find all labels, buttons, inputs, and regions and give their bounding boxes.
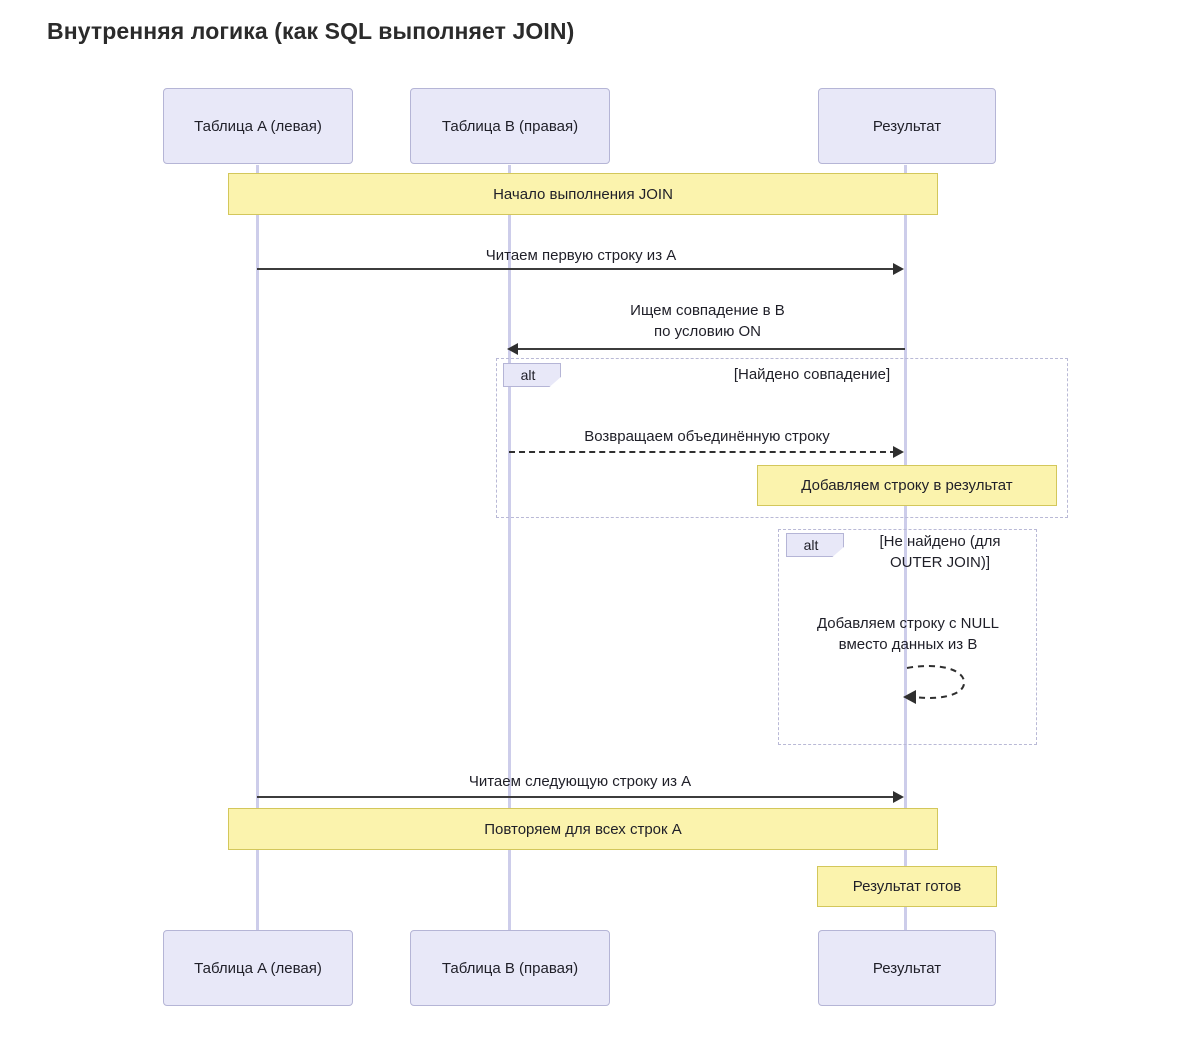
- message-line-read-next: [257, 796, 902, 798]
- message-arrowhead-find-match: [507, 343, 518, 355]
- participant-label: Результат: [872, 117, 942, 135]
- fragment-alt-not-found-condition: [Не найдено (для OUTER JOIN)]: [879, 533, 1001, 571]
- message-label-read-next: Читаем следующую строку из A: [468, 773, 692, 790]
- participant-table-a-top[interactable]: Таблица A (левая): [163, 88, 353, 164]
- message-line-find-match: [512, 348, 905, 350]
- lifeline-table-a: [256, 165, 259, 930]
- note-repeat-all-rows: Повторяем для всех строк A: [228, 808, 938, 850]
- message-label-find-match: Ищем совпадение в B по условию ON: [630, 302, 785, 340]
- message-label-add-null: Добавляем строку с NULL вместо данных из…: [816, 615, 1000, 653]
- fragment-alt-found-tag: alt: [503, 363, 561, 387]
- message-arrowhead-read-next: [893, 791, 904, 803]
- fragment-alt-not-found-tag: alt: [786, 533, 844, 557]
- participant-label: Таблица A (левая): [194, 117, 322, 135]
- participant-label: Таблица B (правая): [441, 959, 579, 977]
- message-line-return-joined: [509, 451, 896, 453]
- participant-table-b-top[interactable]: Таблица B (правая): [410, 88, 610, 164]
- message-arrowhead-return-joined: [893, 446, 904, 458]
- lifeline-result: [904, 165, 907, 930]
- participant-table-b-bottom[interactable]: Таблица B (правая): [410, 930, 610, 1006]
- note-result-ready: Результат готов: [817, 866, 997, 907]
- participant-result-bottom[interactable]: Результат: [818, 930, 996, 1006]
- note-join-start: Начало выполнения JOIN: [228, 173, 938, 215]
- note-text: Добавляем строку в результат: [801, 477, 1013, 494]
- page-title: Внутренняя логика (как SQL выполняет JOI…: [47, 18, 575, 44]
- participant-table-a-bottom[interactable]: Таблица A (левая): [163, 930, 353, 1006]
- message-line-read-first: [257, 268, 902, 270]
- fragment-alt-found: [496, 358, 1068, 518]
- participant-label: Таблица A (левая): [194, 959, 322, 977]
- message-label-read-first: Читаем первую строку из A: [485, 247, 677, 264]
- fragment-alt-not-found: [778, 529, 1037, 745]
- message-label-return-joined: Возвращаем объединённую строку: [584, 428, 830, 445]
- note-text: Результат готов: [852, 878, 962, 895]
- note-text: Начало выполнения JOIN: [493, 185, 673, 203]
- fragment-alt-found-condition: [Найдено совпадение]: [733, 366, 891, 383]
- message-arrowhead-read-first: [893, 263, 904, 275]
- note-text: Повторяем для всех строк A: [484, 820, 682, 838]
- participant-label: Таблица B (правая): [441, 117, 579, 135]
- fragment-tag-label: alt: [803, 537, 819, 553]
- note-add-row-to-result: Добавляем строку в результат: [757, 465, 1057, 506]
- participant-result-top[interactable]: Результат: [818, 88, 996, 164]
- message-self-loop-add-null: [903, 664, 966, 704]
- lifeline-table-b: [508, 165, 511, 930]
- participant-label: Результат: [872, 959, 942, 977]
- fragment-tag-label: alt: [520, 367, 536, 383]
